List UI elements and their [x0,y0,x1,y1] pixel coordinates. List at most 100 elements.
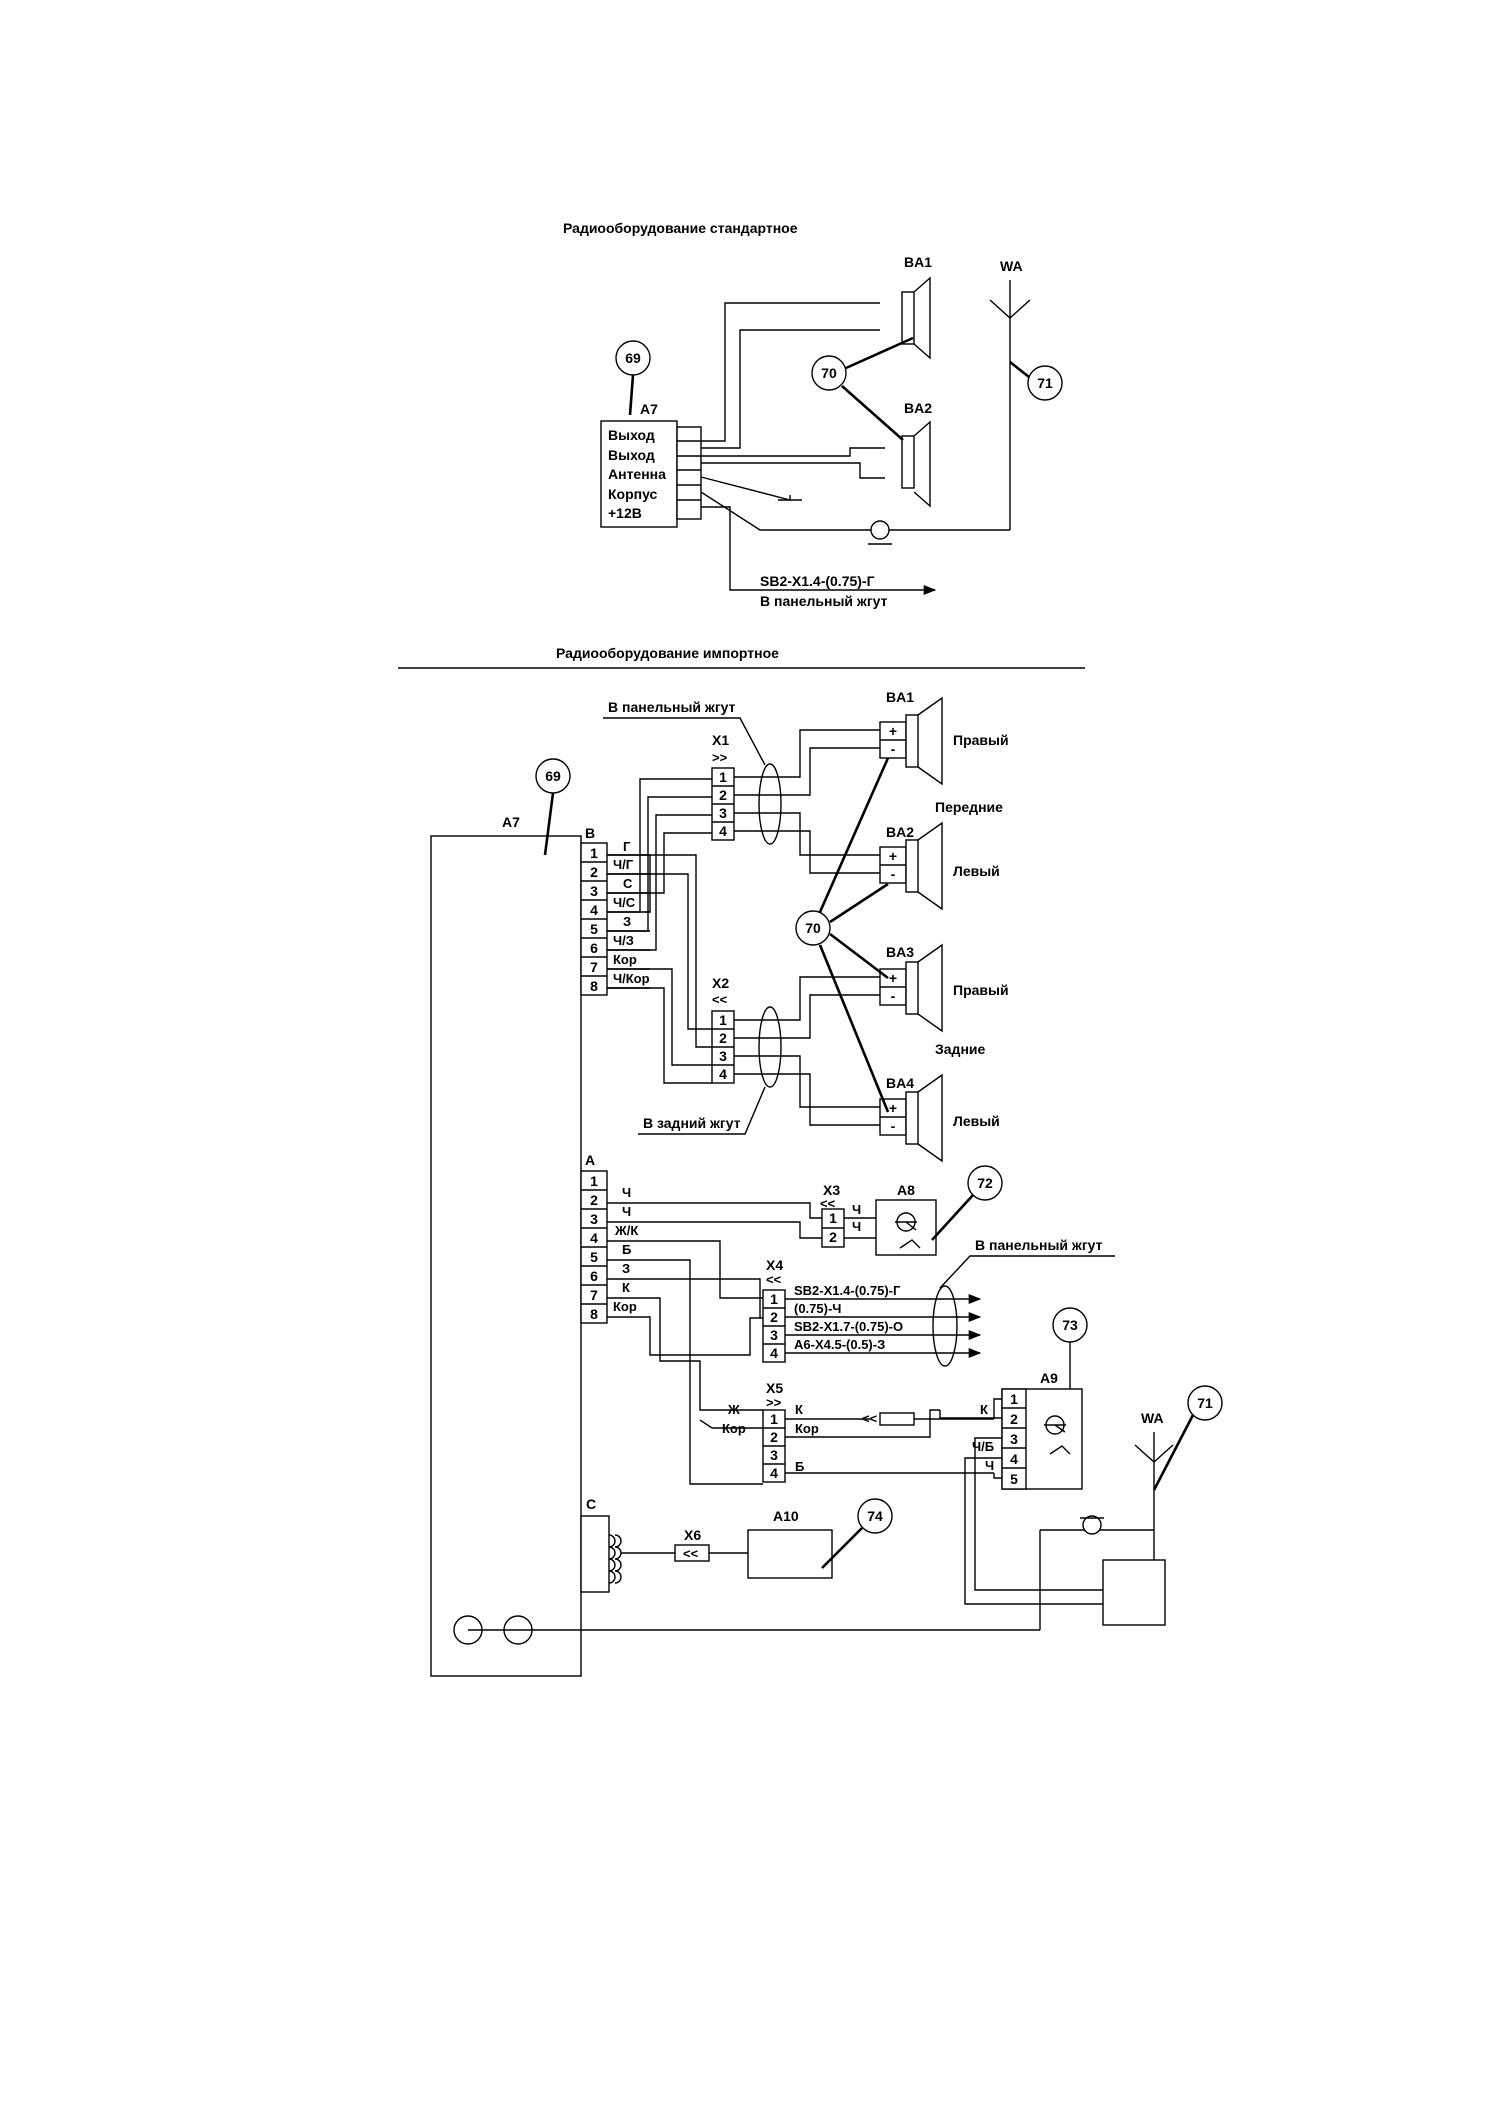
x1-pin-3: 3 [719,805,727,821]
standard-a7-unit: 69 A7 Выход Выход Антенна Корпус +12В [600,340,702,528]
connector-a-wire-2: Ч [622,1185,631,1200]
ba2-plus: + [889,848,897,864]
x3-arrows-glyph: << [820,1196,836,1211]
connector-a-wire-5: Б [622,1242,631,1257]
connector-a-wire-3: Ч [622,1204,631,1219]
standard-speaker-ref: 70 [821,365,837,381]
x1-pin-4: 4 [719,823,727,839]
x5-pin-3: 3 [770,1447,778,1463]
x4-wire-3: SB2-X1.7-(0.75)-О [794,1319,903,1334]
connector-b-wire-5: З [623,914,631,929]
ba2-label: BA2 [886,824,914,840]
imported-speaker-ba3: BA3 + - Правый [879,943,1009,1033]
standard-coax-symbol [870,520,890,540]
a10-label: A10 [773,1508,799,1524]
x5-left-wire-2: Кор [722,1421,746,1436]
imported-a7-unit: A7 69 [430,758,1040,1677]
standard-antenna: WA 71 [989,258,1063,530]
ba3-plus: + [889,970,897,986]
a8-ref: 72 [977,1175,993,1191]
imported-wa-ref: 71 [1197,1395,1213,1411]
imported-connector-c: C [580,1496,675,1593]
ba3-label: BA3 [886,944,914,960]
a9-pin-3: 3 [1010,1431,1018,1447]
imported-wa-label: WA [1141,1410,1164,1426]
standard-ba2-label: BA2 [904,400,932,416]
x5-pin-4: 4 [770,1465,778,1481]
imported-connector-b: B 1 2 3 4 5 6 7 8 Г Ч/Г С Ч/С З Ч/З Кор … [580,825,650,996]
a9-pin-2: 2 [1010,1411,1018,1427]
x5-inline-fuse [879,1412,915,1426]
x4-arrows-glyph: << [766,1272,782,1287]
standard-a7-label: A7 [640,401,658,417]
connector-b-wire-1: Г [623,839,631,854]
x4-label: X4 [766,1257,783,1273]
ba2-side: Левый [953,863,1000,879]
ba4-plus: + [889,1100,897,1116]
a9-wire-1: К [980,1402,988,1417]
ba4-minus: - [891,1118,896,1134]
connector-b-pin-7: 7 [590,959,598,975]
x2-arrows-glyph: << [712,992,728,1007]
imported-coax-symbol [1082,1515,1102,1535]
imported-speaker-ba4: BA4 + - Левый [879,1073,1000,1163]
standard-speaker-ref-circle [811,355,847,391]
connector-a-wire-4: Ж/К [614,1223,638,1238]
x5-right-wire-4: Б [795,1459,804,1474]
connector-b-label: B [585,825,595,841]
a9-wire-4: Ч [985,1458,994,1473]
connector-b-pin-2: 2 [590,864,598,880]
x1-pin-2: 2 [719,787,727,803]
x2-harness-ellipse [758,1006,782,1088]
x1-pin-1: 1 [719,769,727,785]
x4-wire-2: (0.75)-Ч [794,1301,841,1316]
a10-ref-circle [857,1498,893,1534]
ba1-minus: - [891,741,896,757]
connector-a-wire-8: Кор [613,1299,637,1314]
imported-a10-unit: A10 74 [747,1498,893,1579]
standard-ba2-speaker: BA2 [901,400,932,508]
x3-pin-1: 1 [829,1210,837,1226]
imported-x3-connector: X3 << 1 2 Ч Ч [820,1182,861,1248]
imported-x4-connector: X4 << 1 2 3 4 SB2-X1.4-(0.75)-Г (0.75)-Ч… [762,1257,903,1363]
connector-a-pin-3: 3 [590,1211,598,1227]
ba4-side: Левый [953,1113,1000,1129]
connector-b-wire-8: Ч/Кор [613,971,650,986]
panel-harness-top-label: В панельный жгут [608,699,736,715]
connector-b-pin-6: 6 [590,940,598,956]
a9-pin-1: 1 [1010,1391,1018,1407]
connector-b-pin-3: 3 [590,883,598,899]
connector-a-pin-8: 8 [590,1306,598,1322]
x1-harness-ellipse [758,763,782,845]
x3-wire-2: Ч [852,1219,861,1234]
ba1-side: Правый [953,732,1009,748]
a8-label: A8 [897,1182,915,1198]
connector-c-label: C [586,1496,596,1512]
a9-pin-4: 4 [1010,1451,1018,1467]
x5-label: X5 [766,1380,783,1396]
ba4-label: BA4 [886,1075,914,1091]
ba3-minus: - [891,988,896,1004]
x3-label: X3 [823,1182,840,1198]
connector-a-wire-7: К [622,1280,630,1295]
x5-right-wire-1: К [795,1402,803,1417]
imported-x5-connector: X5 >> 1 2 3 4 Ж Кор К Кор Б [722,1380,819,1483]
x5-left-wire-1: Ж [727,1402,740,1417]
connector-b-wire-6: Ч/З [613,933,634,948]
x6-label: X6 [684,1527,701,1543]
imported-speaker-ba2: BA2 + - Левый [879,821,1000,911]
imported-a7-box [430,835,582,1677]
imported-a7-ref: 69 [545,768,561,784]
x5-arrows-glyph: >> [766,1395,782,1410]
x4-pin-1: 1 [770,1291,778,1307]
standard-a7-pin-3: Антенна [608,466,666,482]
x2-pin-2: 2 [719,1030,727,1046]
imported-connector-a: A 1 2 3 4 5 6 7 8 Ч Ч Ж/К Б З К Кор [580,1152,638,1324]
x3-wire-1: Ч [852,1202,861,1217]
rear-speakers-label: Задние [935,1041,986,1057]
connector-b-wire-4: Ч/С [613,895,636,910]
ba1-label: BA1 [886,689,914,705]
imported-speaker-ref-circle [795,910,831,946]
rear-harness-label: В задний жгут [643,1115,741,1131]
x4-wire-1: SB2-X1.4-(0.75)-Г [794,1283,901,1298]
